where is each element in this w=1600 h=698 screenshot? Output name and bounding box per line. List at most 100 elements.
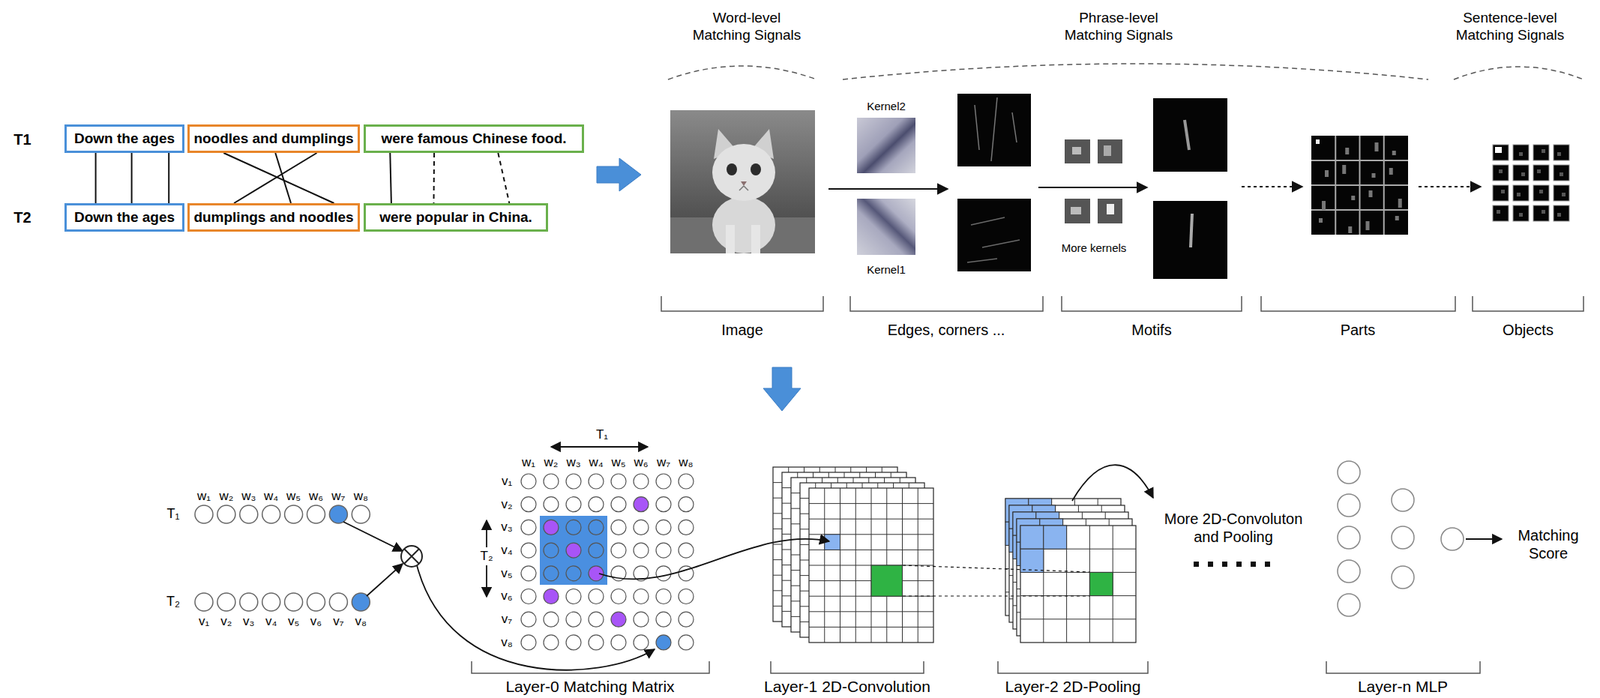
multiply-symbol xyxy=(404,548,420,564)
cat-photo xyxy=(670,110,815,254)
ellipsis-dots xyxy=(1207,561,1214,567)
parts-grid xyxy=(1342,164,1346,174)
cat-photo xyxy=(740,181,747,186)
parts-grid xyxy=(1311,135,1409,235)
label: Motifs xyxy=(1131,320,1172,339)
connector-curve xyxy=(551,446,648,448)
kernel-image xyxy=(856,117,916,174)
parts-grid xyxy=(1345,147,1349,155)
bracket xyxy=(1261,296,1456,312)
token-circle xyxy=(329,593,348,612)
label: w₃ xyxy=(566,455,581,471)
alignment-line xyxy=(275,152,291,204)
label: w₅ xyxy=(286,488,301,504)
parts-grid xyxy=(1366,221,1370,231)
bracket xyxy=(471,661,710,674)
label: T₁ xyxy=(596,427,609,443)
matrix-cell xyxy=(588,542,604,558)
flow-arrow xyxy=(1241,185,1303,188)
feature-map xyxy=(1097,139,1123,164)
matrix-cell xyxy=(633,473,649,489)
objects-grid xyxy=(1539,189,1544,194)
matrix-cell xyxy=(543,542,559,558)
matrix-cell xyxy=(633,497,649,513)
token-circle xyxy=(239,593,258,612)
pool-layer xyxy=(1020,525,1136,643)
label: w₁ xyxy=(197,488,211,504)
label: w₈ xyxy=(353,488,369,504)
connector-curve xyxy=(902,565,1090,573)
objects-grid xyxy=(1533,205,1550,222)
label: w₇ xyxy=(656,455,671,471)
matrix-cell xyxy=(656,473,672,489)
matrix-cell xyxy=(633,542,649,558)
objects-grid xyxy=(1553,205,1570,222)
matrix-cell xyxy=(543,497,559,513)
label: v₆ xyxy=(310,614,322,630)
feature-map xyxy=(957,93,1228,279)
sentence-box: dumplings and noodles xyxy=(187,203,360,232)
matrix-cell xyxy=(633,589,649,605)
label: w₇ xyxy=(331,488,345,504)
matrix-cell xyxy=(678,611,694,627)
objects-grid xyxy=(1513,205,1529,222)
matrix-cell xyxy=(656,566,672,582)
pool-layer xyxy=(1020,618,1136,620)
matrix-cell xyxy=(611,635,627,651)
objects-grid xyxy=(1541,149,1546,153)
label: More 2D-Convoluton and Pooling xyxy=(1153,509,1315,546)
parts-grid xyxy=(1318,218,1323,223)
label: Image xyxy=(721,320,764,339)
sentence-box: noodles and dumplings xyxy=(187,124,360,153)
feature-map xyxy=(1153,200,1228,279)
objects-grid xyxy=(1513,144,1529,161)
label: T₂ xyxy=(479,547,495,566)
box-text: Down the ages xyxy=(74,130,175,147)
connector-curve xyxy=(343,446,1502,671)
matrix-cell xyxy=(656,542,672,558)
label: w₄ xyxy=(588,455,603,471)
feature-map xyxy=(1106,203,1115,215)
matrix-cell xyxy=(566,473,582,489)
matrix-cell xyxy=(566,497,582,513)
alignment-line xyxy=(389,152,392,204)
objects-grid xyxy=(1559,172,1564,177)
label: v₆ xyxy=(500,588,513,604)
pool-cell xyxy=(1020,525,1044,549)
label: v₄ xyxy=(265,614,277,630)
label: Sentence-level Matching Signals xyxy=(1444,9,1577,45)
objects-grid xyxy=(1521,172,1526,177)
label: Parts xyxy=(1340,320,1376,339)
matrix-cell xyxy=(656,635,672,651)
objects-grid xyxy=(1492,205,1509,222)
ellipsis-dots xyxy=(1193,561,1199,567)
token-circle xyxy=(329,505,348,524)
bracket xyxy=(1326,661,1481,674)
token-circle xyxy=(307,505,326,524)
label: Layer-2 2D-Pooling xyxy=(1005,677,1142,696)
matrix-cell xyxy=(588,473,604,489)
feature-map xyxy=(1064,198,1091,224)
matrix-cell xyxy=(611,611,627,627)
objects-grid xyxy=(1492,185,1509,201)
bracket xyxy=(661,296,824,312)
ellipsis-dots xyxy=(1250,561,1256,567)
conv-layer xyxy=(808,518,934,520)
matrix-cell xyxy=(611,497,627,513)
label: Objects xyxy=(1502,320,1554,339)
label: Kernel1 xyxy=(866,263,906,277)
cat-photo xyxy=(751,224,761,254)
label: v₁ xyxy=(501,473,513,489)
alignment-line xyxy=(432,152,435,204)
conv-cell xyxy=(871,565,903,597)
matrix-cell xyxy=(656,519,672,535)
parts-grid xyxy=(1324,170,1329,177)
matrix-cell xyxy=(521,611,537,627)
label: w₂ xyxy=(218,488,234,504)
dashed-arc xyxy=(668,63,1584,80)
label: w₆ xyxy=(308,488,324,504)
parts-grid xyxy=(1311,184,1409,186)
objects-grid xyxy=(1533,164,1550,181)
feature-map xyxy=(1097,198,1123,224)
parts-grid xyxy=(1398,198,1403,208)
